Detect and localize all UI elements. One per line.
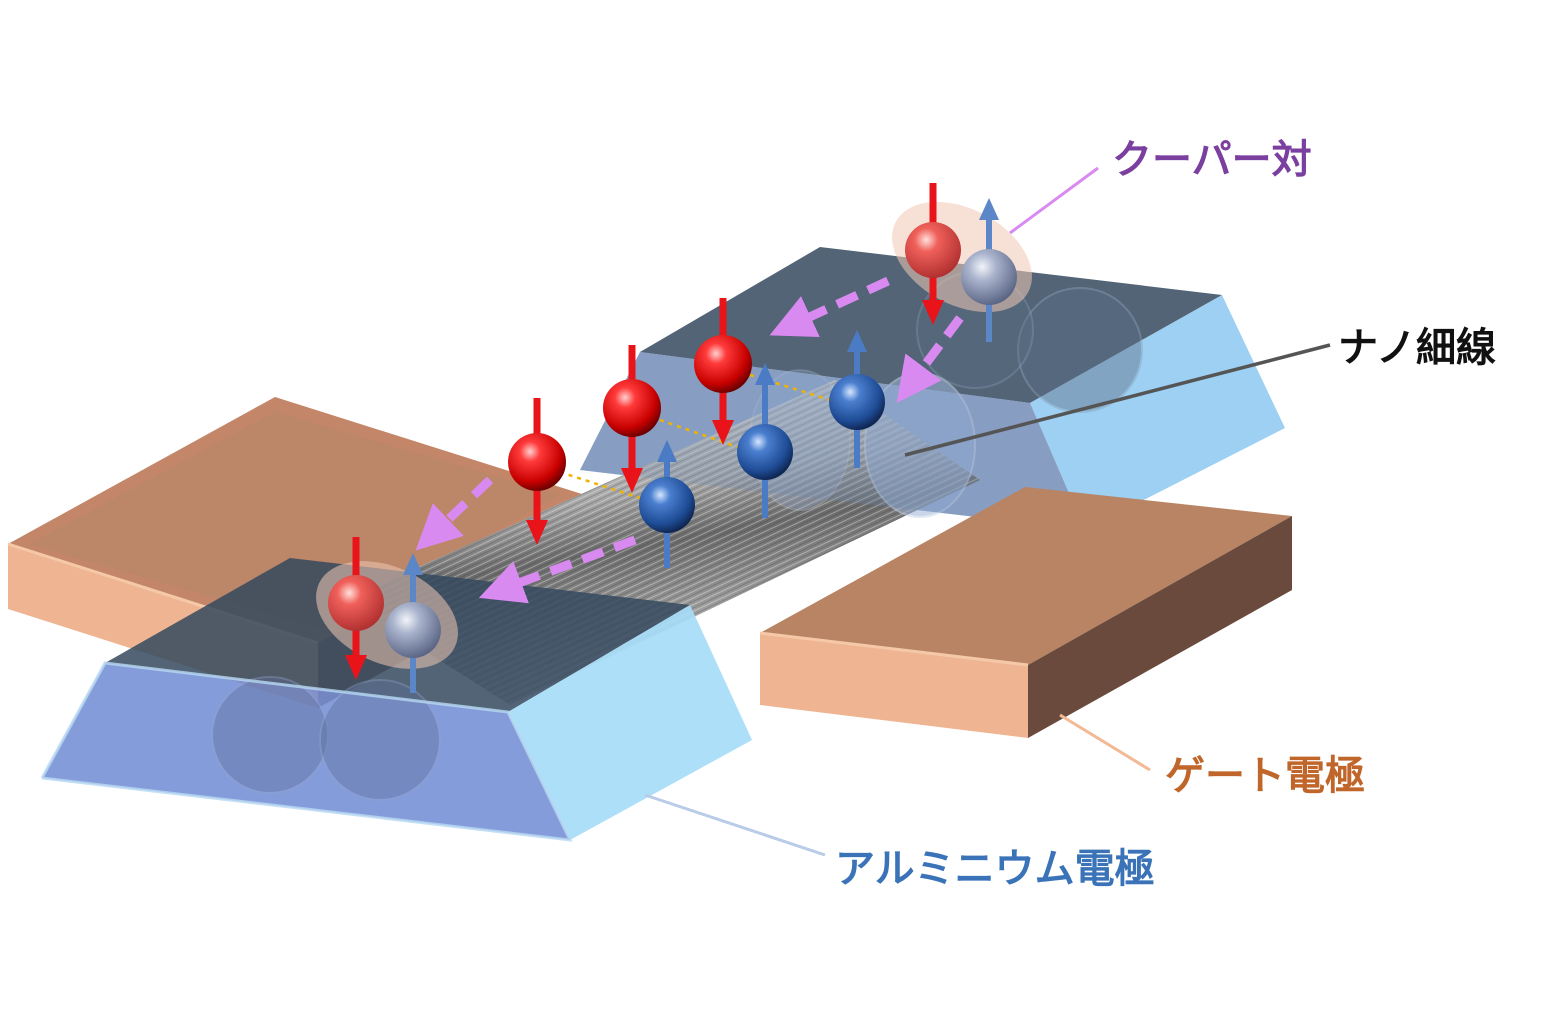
label-nanowire: ナノ細線	[1338, 325, 1496, 371]
electron-spin-down-3	[694, 298, 752, 445]
leader-nanowire	[904, 343, 1331, 457]
electron-spin-up-1	[639, 440, 695, 568]
electron-spin-up-2	[737, 363, 793, 518]
leader-gate-electrode	[1059, 713, 1151, 772]
label-aluminum-electrode: アルミニウム電極	[835, 846, 1155, 892]
label-cooper-pair: クーパー対	[1112, 137, 1312, 183]
electron-spin-down-1	[508, 398, 566, 545]
transfer-arrows	[415, 276, 964, 604]
transfer-arrow-1	[769, 276, 890, 338]
electron-spin-up	[385, 602, 441, 658]
cooper-pair-upper	[892, 183, 1032, 342]
label-gate-electrode: ゲート電極	[1165, 753, 1365, 799]
electrons-in-wire	[508, 298, 885, 568]
electron-spin-down	[328, 575, 384, 631]
transfer-arrow-4	[478, 535, 637, 604]
cooper-pair-lower	[316, 537, 458, 693]
leader-lines	[644, 166, 1331, 857]
electron-spin-up	[961, 249, 1017, 305]
electron-spin-down	[905, 222, 961, 278]
leader-cooper-pair	[1009, 166, 1099, 235]
electron-spin-up-3	[829, 330, 885, 468]
transfer-arrow-2	[896, 315, 964, 404]
electron-spin-down-2	[603, 345, 661, 493]
transfer-arrow-3	[415, 476, 494, 551]
leader-aluminum-electrode	[644, 793, 826, 857]
gate-electrode-right	[759, 487, 1292, 738]
